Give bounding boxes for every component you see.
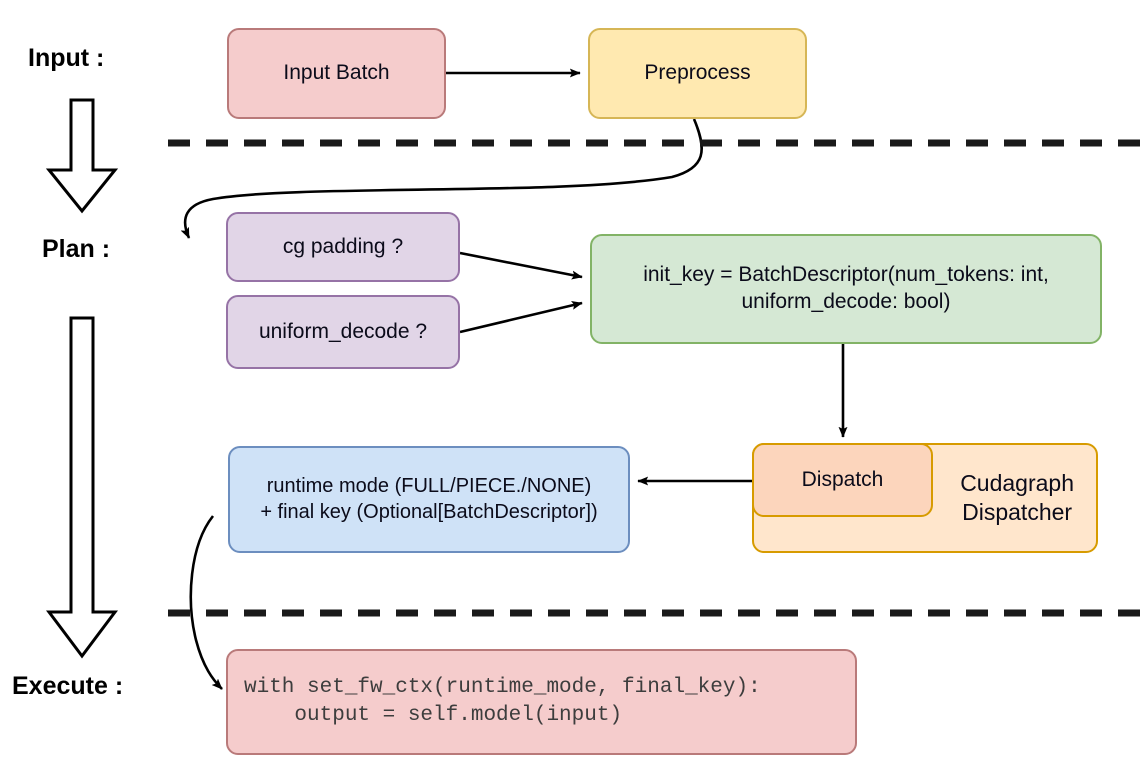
stage-label-execute: Execute :	[12, 672, 124, 700]
stage-label-plan: Plan :	[42, 235, 111, 263]
edge-uniform-decode-to-init-key	[459, 300, 583, 334]
dispatch-node[interactable]: Dispatch	[752, 443, 933, 517]
uniform-decode-node[interactable]: uniform_decode ?	[226, 295, 460, 369]
block-arrow-down-input-to-plan	[45, 98, 119, 214]
init-key-label: init_key = BatchDescriptor(num_tokens: i…	[643, 263, 1049, 313]
dispatch-label: Dispatch	[801, 467, 884, 491]
cg-padding-label: cg padding ?	[282, 234, 404, 258]
cg-padding-node[interactable]: cg padding ?	[226, 212, 460, 282]
execute-code-node[interactable]: with set_fw_ctx(runtime_mode, final_key)…	[226, 649, 857, 755]
input-batch-label: Input Batch	[283, 61, 390, 85]
preprocess-label: Preprocess	[644, 61, 751, 85]
edge-cg-padding-to-init-key	[459, 251, 583, 280]
edge-runtime-mode-to-execute-code	[189, 515, 223, 690]
block-arrow-down-plan-to-execute	[46, 316, 118, 659]
runtime-mode-node[interactable]: runtime mode (FULL/PIECE./NONE) + final …	[228, 446, 630, 553]
runtime-mode-label: runtime mode (FULL/PIECE./NONE) + final …	[260, 474, 598, 523]
preprocess-node[interactable]: Preprocess	[588, 28, 807, 119]
execute-code-label: with set_fw_ctx(runtime_mode, final_key)…	[244, 676, 761, 727]
init-key-node[interactable]: init_key = BatchDescriptor(num_tokens: i…	[590, 234, 1102, 344]
input-batch-node[interactable]: Input Batch	[227, 28, 446, 119]
stage-label-input: Input :	[28, 44, 105, 72]
cudagraph-dispatcher-label: Cudagraph Dispatcher	[960, 469, 1074, 525]
uniform-decode-label: uniform_decode ?	[258, 319, 428, 343]
